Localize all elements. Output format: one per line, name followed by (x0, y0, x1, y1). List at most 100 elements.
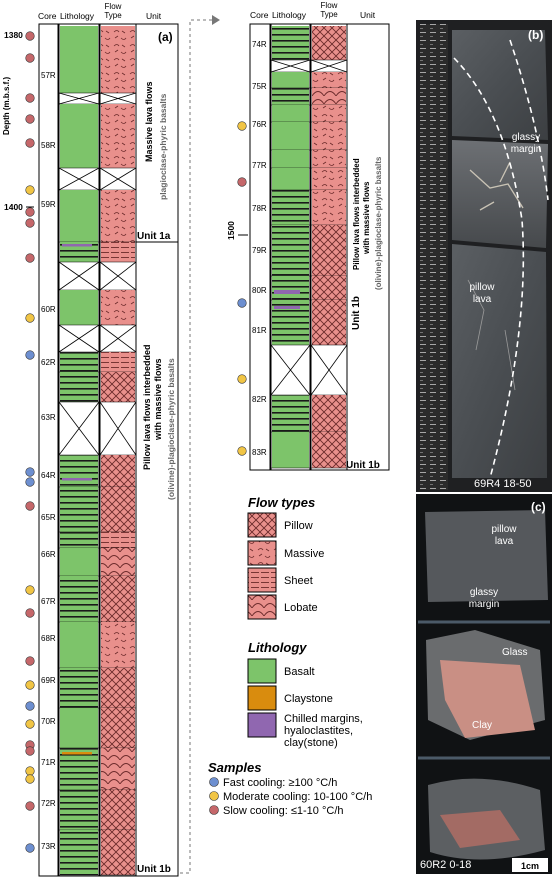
flow-segment (101, 242, 135, 262)
connector-line (180, 19, 212, 874)
unit-1b-title-2-2: with massive flows (362, 181, 371, 255)
legend-lobate-swatch (247, 594, 277, 620)
empty-interval (58, 261, 100, 291)
legend-flow-types-title: Flow types (248, 495, 315, 510)
core-label: 70R (41, 717, 56, 726)
legend-basalt-label: Basalt (284, 666, 315, 678)
sample-dot (25, 218, 35, 228)
lithology-segment (272, 88, 309, 105)
flow-segment (101, 487, 135, 532)
legend-slow-dot (209, 805, 219, 815)
flow-segment (101, 104, 135, 168)
pillow-margin-line-1 (453, 57, 525, 479)
legend-chilled-label: Chilled margins,hyaloclastites,clay(ston… (284, 713, 363, 749)
core-label: 76R (252, 120, 267, 129)
legend-slow-label: Slow cooling: ≤1-10 °C/h (223, 805, 344, 817)
empty-interval (99, 401, 137, 456)
flow-segment (101, 372, 135, 402)
flow-segment (312, 395, 346, 432)
lithology-segment (60, 372, 98, 402)
sample-dot (25, 774, 35, 784)
flow-segment (101, 190, 135, 242)
claystone-mark (62, 752, 92, 755)
flow-segment (312, 168, 346, 190)
sample-dot (237, 177, 247, 187)
flow-segment (101, 622, 135, 668)
core-label: 64R (41, 471, 56, 480)
rock-piece-2 (452, 140, 548, 248)
chilled-margin-mark (62, 244, 92, 247)
core-label: 62R (41, 358, 56, 367)
ruler (420, 24, 448, 490)
core-label: 68R (41, 634, 56, 643)
chilled-margin-mark (274, 290, 300, 294)
legend-sheet-label: Sheet (284, 575, 313, 587)
core-label: 60R (41, 305, 56, 314)
lithology-segment (272, 432, 309, 468)
legend-pillow-swatch (247, 512, 277, 538)
lithology-segment (60, 487, 98, 532)
sample-dot (25, 746, 35, 756)
core-label: 77R (252, 161, 267, 170)
sample-dot (25, 801, 35, 811)
sample-dot (237, 446, 247, 456)
rock-veins (469, 161, 524, 211)
pillow-margin-line-2 (509, 39, 549, 201)
sample-dot (25, 253, 35, 263)
sample-dot (25, 207, 35, 217)
rock-cracks (467, 279, 516, 391)
core-label: 69R (41, 676, 56, 685)
lithology-segment (60, 532, 98, 548)
unit-1b-title-2: with massive flows (153, 358, 163, 441)
sample-dot (237, 298, 247, 308)
core-label: 80R (252, 286, 267, 295)
legend-pillow-label: Pillow (284, 520, 313, 532)
empty-interval (310, 59, 348, 73)
legend: Flow types Pillow Massive Sheet Lobate L… (208, 495, 372, 817)
depth-tick-1500: 1500 (226, 221, 236, 240)
unit-column (135, 23, 179, 877)
lithology-segment (60, 104, 98, 168)
lithology-segment (60, 748, 98, 790)
samples-a (25, 31, 35, 853)
core-label: 78R (252, 204, 267, 213)
lithology-segment (272, 72, 309, 88)
legend-lithology-title: Lithology (248, 640, 307, 655)
lithology-segment (272, 150, 309, 168)
sample-dot (25, 477, 35, 487)
flow-segment (312, 72, 346, 88)
unit-1b-label-2: Unit 1b (346, 460, 380, 471)
unit-1b-title-1: Pillow lava flows interbedded (142, 344, 152, 470)
legend-claystone-swatch (247, 685, 277, 711)
connector-arrow (212, 15, 220, 25)
sample-dot (25, 53, 35, 63)
empty-interval (58, 401, 100, 456)
flow-segment (312, 432, 346, 468)
empty-interval (99, 324, 137, 353)
core-label: 75R (252, 82, 267, 91)
flow-segment (312, 105, 346, 122)
sample-dot (237, 121, 247, 131)
core-column-2 (249, 23, 271, 471)
unit-column-2 (346, 23, 390, 471)
legend-sheet-swatch (247, 567, 277, 593)
photo-c-glass: Glass (502, 647, 528, 658)
photo-c-caption: 60R2 0-18 (420, 859, 471, 871)
empty-interval (58, 167, 100, 191)
legend-fast-dot (209, 777, 219, 787)
samples-a2 (237, 121, 247, 456)
core-label: 79R (252, 246, 267, 255)
photo-c-clay: Clay (472, 720, 492, 731)
core-label: 74R (252, 40, 267, 49)
lithology-segment (60, 290, 98, 325)
legend-massive-label: Massive (284, 548, 324, 560)
empty-interval (99, 167, 137, 191)
sample-dot (25, 680, 35, 690)
photo-c-scale: 1cm (521, 861, 539, 871)
sample-dot (25, 501, 35, 511)
core-label: 66R (41, 550, 56, 559)
